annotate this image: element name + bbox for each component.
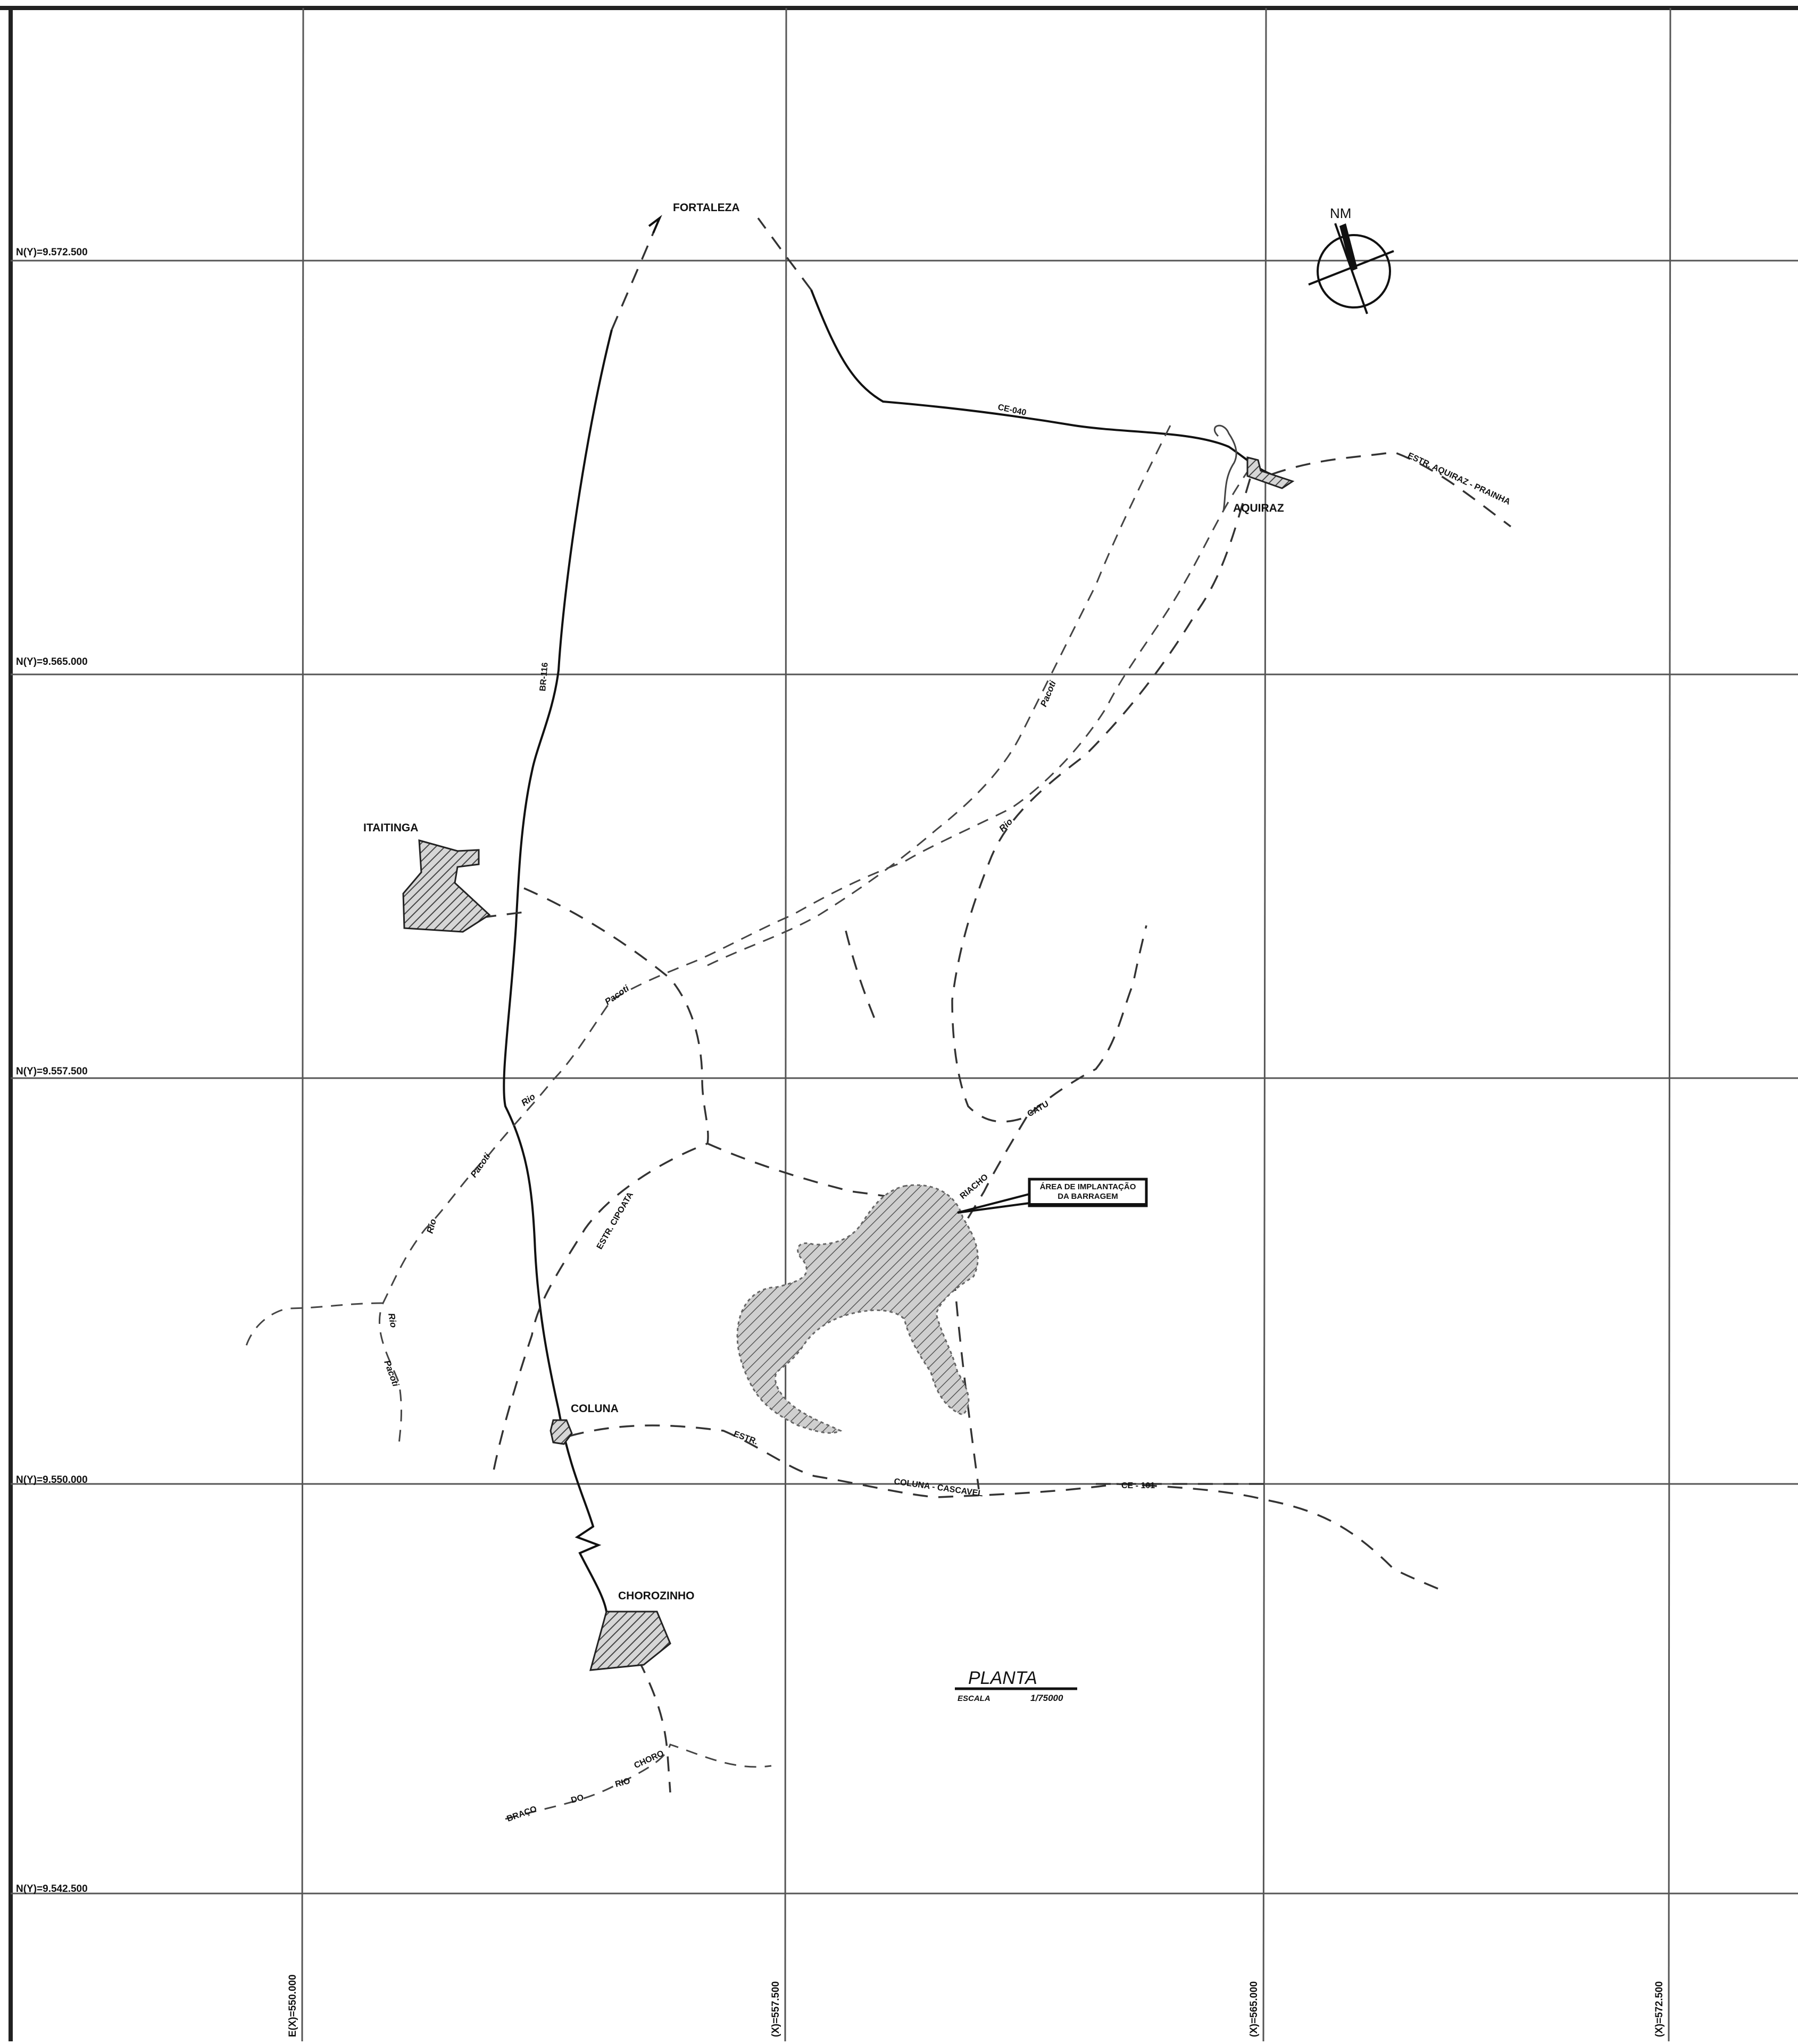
barragem-area: [736, 1184, 979, 1434]
east-label-2: (X)=557.500: [770, 1981, 781, 2037]
north-label-4: N(Y)=9.550.000: [16, 1474, 88, 1486]
label-coluna-cascavel: COLUNA - CASCAVEL: [893, 1477, 984, 1498]
label-rio-pacoti-upper: Pacoti: [1038, 679, 1058, 708]
itaitinga-area: [402, 839, 491, 933]
north-label-3: N(Y)=9.557.500: [16, 1066, 88, 1077]
callout-line-1: ÁREA DE IMPLANTAÇÃO: [1040, 1182, 1136, 1191]
label-estr: ESTR.: [732, 1430, 759, 1447]
label-rio-middle: Rio: [519, 1091, 537, 1108]
north-arrow-symbol: NM: [1308, 205, 1394, 314]
north-arrow-label: NM: [1330, 205, 1351, 221]
callout-line-2: DA BARRAGEM: [1058, 1192, 1118, 1201]
label-do: DO: [570, 1793, 585, 1805]
label-pacoti-middle: Pacoti: [603, 983, 631, 1007]
east-coordinate-labels: E(X)=550.000 (X)=557.500 (X)=565.000 (X)…: [287, 1974, 1665, 2037]
stream-small: [845, 930, 879, 1027]
north-coordinate-labels: N(Y)=9.572.500 N(Y)=9.565.000 N(Y)=9.557…: [16, 247, 88, 1895]
title-scale-value: 1/75000: [1030, 1693, 1063, 1703]
label-riacho: RIACHO: [959, 1172, 990, 1201]
label-rio-upper: Rio: [997, 816, 1014, 834]
chorozinho-area: [589, 1611, 671, 1671]
fortaleza-arrow: [648, 214, 662, 233]
label-pacoti-lower: Pacoti: [469, 1151, 493, 1180]
label-pacoti-west: Pacoti: [382, 1359, 401, 1389]
ce040-to-fortaleza: [757, 217, 812, 291]
barragem-callout: ÁREA DE IMPLANTAÇÃO DA BARRAGEM: [957, 1178, 1148, 1214]
label-br116: BR-116: [538, 662, 550, 692]
br116-to-fortaleza: [611, 218, 661, 330]
label-catu: CATU: [1026, 1099, 1051, 1119]
north-label-1: N(Y)=9.572.500: [16, 247, 88, 258]
riacho-catu: [951, 478, 1251, 1123]
rio-pacoti-branch-west: [244, 1302, 384, 1351]
estr-cipoata-road: [491, 887, 709, 1479]
map-frame: [0, 6, 1798, 2041]
label-ce101: CE - 101: [1121, 1481, 1155, 1490]
coordinate-grid: [11, 7, 1798, 2042]
chorozinho-south-road: [637, 1659, 671, 1793]
label-rio-west: Rio: [386, 1312, 398, 1328]
label-estr-cipoata: ESTR. CIPOATA: [595, 1190, 636, 1251]
aquiraz-outline: [1213, 424, 1237, 511]
title-scale-label: ESCALA: [958, 1694, 990, 1703]
drawing-title: PLANTA ESCALA 1/75000: [955, 1668, 1077, 1703]
place-aquiraz: AQUIRAZ: [1233, 502, 1284, 514]
br116-road: [503, 329, 613, 1612]
place-itaitinga: ITAITINGA: [363, 822, 418, 834]
coluna-area: [550, 1419, 573, 1445]
east-label-4: (X)=572.500: [1654, 1981, 1665, 2037]
estr-aquiraz-prainha: [1271, 451, 1512, 528]
place-chorozinho: CHOROZINHO: [618, 1590, 695, 1602]
aquiraz-area: [1246, 456, 1295, 489]
place-fortaleza: FORTALEZA: [673, 202, 740, 214]
north-label-2: N(Y)=9.565.000: [16, 656, 88, 668]
ce040-road: [810, 289, 1272, 475]
rio-pacoti: [378, 468, 1251, 1447]
itaitinga-connector: [481, 911, 525, 919]
title-planta: PLANTA: [968, 1668, 1037, 1688]
rio-pacoti-branch-upper: [702, 425, 1171, 969]
east-label-3: (X)=565.000: [1248, 1981, 1260, 2037]
label-rio-lower: Rio: [425, 1218, 438, 1234]
label-braco: BRAÇO: [506, 1805, 538, 1824]
label-estr-aquiraz: ESTR. AQUIRAZ - PRAINHA: [1406, 451, 1512, 507]
coluna-cascavel-road: [569, 1424, 1442, 1591]
braco-do-rio-choro: [505, 1743, 772, 1820]
place-coluna: COLUNA: [571, 1403, 619, 1415]
label-rio-caps: RIO: [614, 1776, 631, 1789]
east-label-1: E(X)=550.000: [287, 1974, 298, 2037]
riacho-catu-lower: [951, 1116, 1028, 1490]
north-label-5: N(Y)=9.542.500: [16, 1883, 88, 1895]
